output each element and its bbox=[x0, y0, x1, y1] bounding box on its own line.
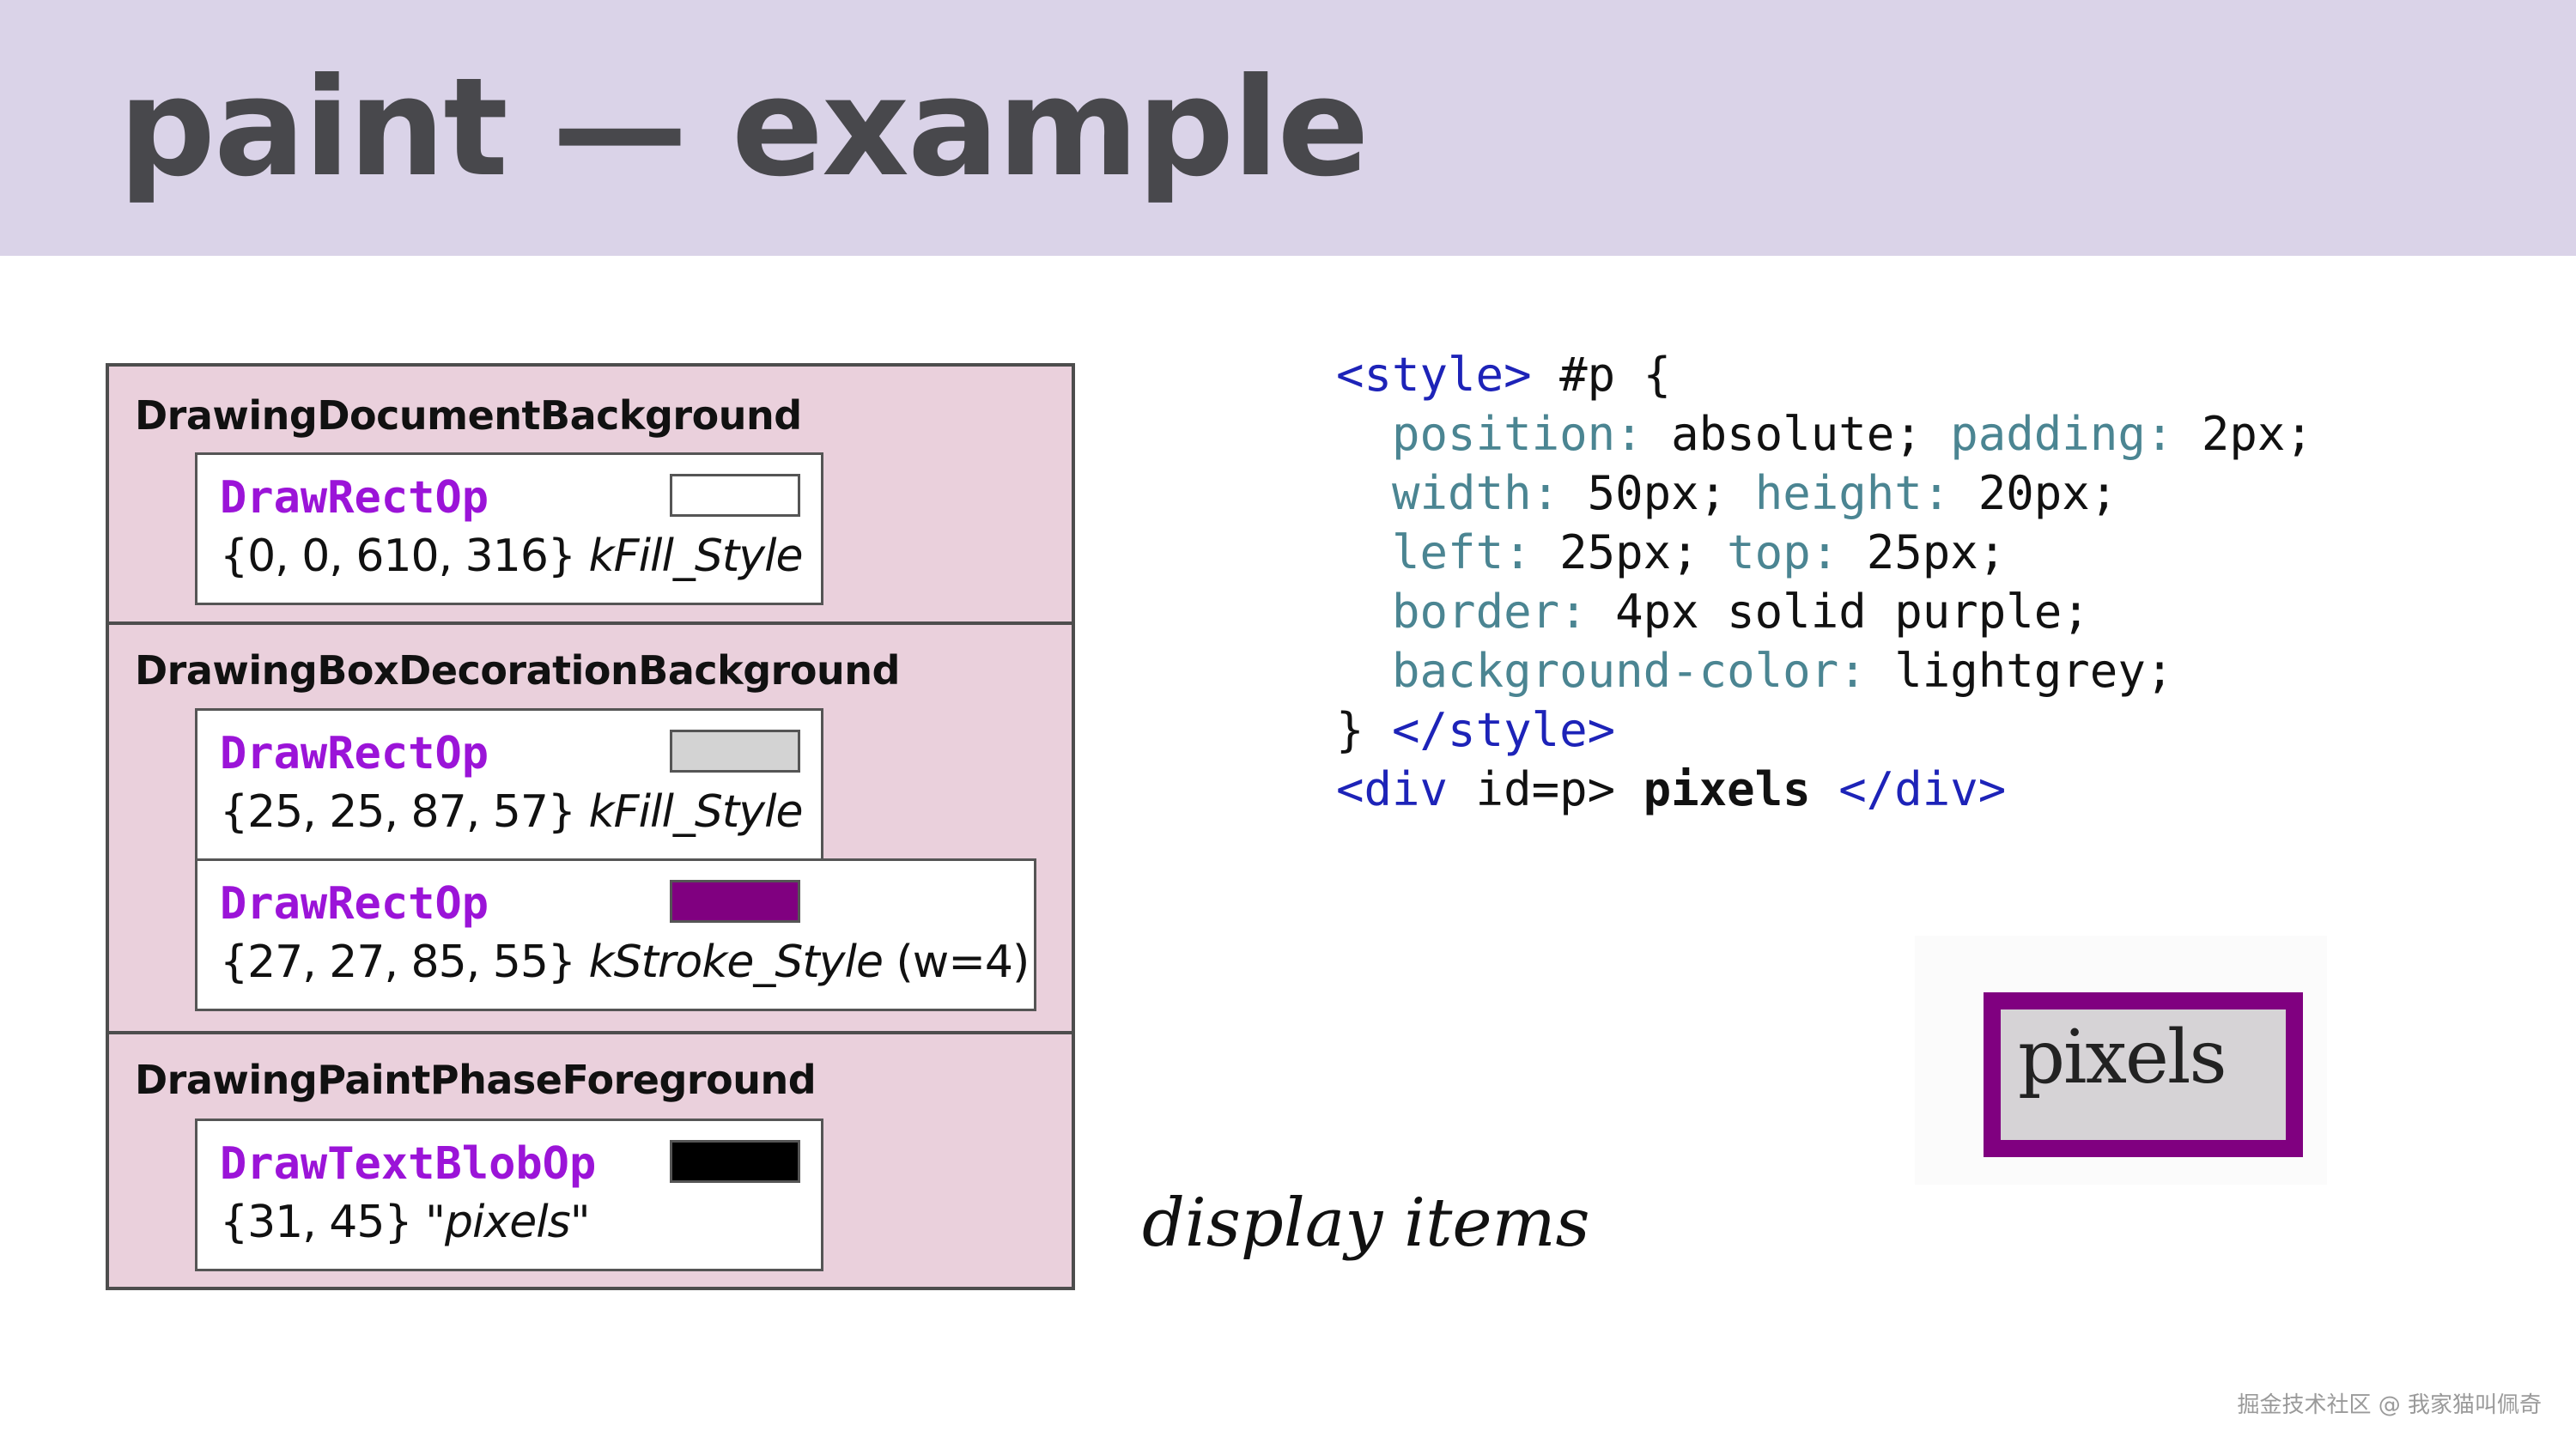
op-name: DrawTextBlobOp bbox=[220, 1138, 597, 1190]
display-list-panel: DrawingDocumentBackground DrawRectOp {0,… bbox=[106, 363, 1075, 1290]
white-swatch bbox=[670, 474, 800, 517]
rendered-pixels-text: pixels bbox=[2018, 1015, 2227, 1100]
lightgrey-swatch bbox=[670, 730, 800, 773]
section-label: DrawingDocumentBackground bbox=[135, 392, 802, 439]
display-item: DrawRectOp {27, 27, 85, 55} kStroke_Styl… bbox=[195, 858, 1036, 1011]
section-paint-phase-foreground: DrawingPaintPhaseForeground DrawTextBlob… bbox=[109, 1034, 1072, 1287]
section-label: DrawingBoxDecorationBackground bbox=[135, 647, 900, 694]
display-item: DrawRectOp {25, 25, 87, 57} kFill_Style bbox=[195, 708, 823, 863]
css-html-code-block: <style> #p { position: absolute; padding… bbox=[1336, 348, 2313, 816]
slide-title: paint — example bbox=[118, 49, 1370, 207]
rendered-pixels-div: pixels bbox=[1984, 992, 2303, 1157]
section-document-background: DrawingDocumentBackground DrawRectOp {0,… bbox=[109, 367, 1072, 625]
op-args: {25, 25, 87, 57} kFill_Style bbox=[220, 786, 804, 838]
op-args: {27, 27, 85, 55} kStroke_Style (w=4) bbox=[220, 937, 1030, 988]
display-item: DrawRectOp {0, 0, 610, 316} kFill_Style bbox=[195, 452, 823, 605]
black-swatch bbox=[670, 1140, 800, 1183]
purple-swatch bbox=[670, 880, 800, 923]
op-args: {0, 0, 610, 316} kFill_Style bbox=[220, 530, 804, 582]
display-items-caption: display items bbox=[1142, 1185, 1590, 1262]
title-banner: paint — example bbox=[0, 0, 2576, 256]
code-token: #p { bbox=[1531, 348, 1672, 402]
op-name: DrawRectOp bbox=[220, 472, 489, 524]
op-name: DrawRectOp bbox=[220, 878, 489, 930]
section-box-decoration-background: DrawingBoxDecorationBackground DrawRectO… bbox=[109, 625, 1072, 1034]
op-args: {31, 45} "pixels" bbox=[220, 1197, 591, 1248]
display-item: DrawTextBlobOp {31, 45} "pixels" bbox=[195, 1119, 823, 1271]
op-name: DrawRectOp bbox=[220, 728, 489, 779]
section-label: DrawingPaintPhaseForeground bbox=[135, 1057, 817, 1103]
code-token: <style> bbox=[1336, 348, 1532, 402]
watermark: 掘金技术社区 @ 我家猫叫佩奇 bbox=[2237, 1392, 2542, 1418]
